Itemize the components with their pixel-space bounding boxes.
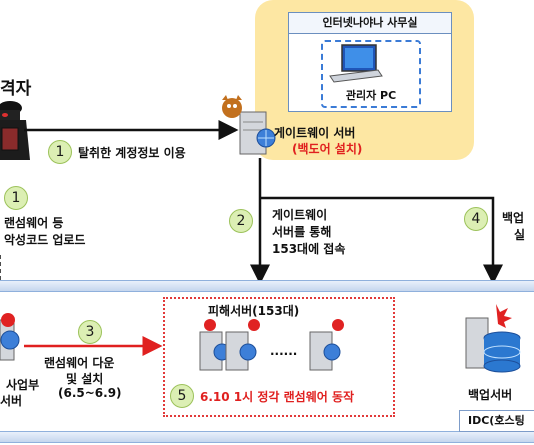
step3-line2: 및 설치 bbox=[66, 372, 104, 386]
gateway-backdoor-label: (백도어 설치) bbox=[292, 142, 363, 156]
gateway-label: 게이트웨이 서버 bbox=[274, 126, 356, 140]
admin-pc-label: 관리자 PC bbox=[345, 89, 397, 102]
attacker-label: 격자 bbox=[0, 79, 32, 99]
step3-line1: 랜섬웨어 다운 bbox=[44, 356, 115, 370]
network-band-top bbox=[0, 280, 534, 292]
victim-servers-box bbox=[163, 297, 395, 417]
step1-text: 탈취한 계정정보 이용 bbox=[78, 146, 186, 160]
victim-title: 피해서버(153대) bbox=[208, 304, 300, 318]
victim-server-icon-3 bbox=[309, 319, 344, 371]
backup-server-label: 백업서버 bbox=[468, 388, 513, 402]
attacker-icon bbox=[0, 101, 30, 160]
step4-line1: 백업 bbox=[502, 211, 525, 225]
admin-pc-box: 관리자 PC bbox=[321, 40, 421, 108]
step1b-line1: 랜섬웨어 등 bbox=[4, 216, 64, 230]
step2-line2: 서버를 통해 bbox=[272, 225, 332, 239]
left-server-line1: 사업부 bbox=[6, 378, 40, 392]
admin-pc-icon bbox=[329, 44, 383, 83]
gateway-server-icon bbox=[222, 95, 276, 155]
step4-line2: 실 bbox=[514, 228, 526, 242]
left-server-icon bbox=[0, 313, 20, 361]
left-server-line2: 서버 bbox=[0, 394, 23, 408]
step2-line3: 153대에 접속 bbox=[272, 242, 346, 256]
step-badge-3: 3 bbox=[78, 320, 102, 344]
step-badge-1b: 1 bbox=[4, 186, 28, 210]
step-badge-1: 1 bbox=[48, 140, 72, 164]
step2-line1: 게이트웨이 bbox=[272, 208, 328, 222]
idc-label: IDC(호스팅 bbox=[459, 410, 534, 432]
step-badge-5: 5 bbox=[170, 384, 194, 408]
step5-text: 6.10 1시 정각 랜섬웨어 동작 bbox=[200, 390, 355, 404]
step-badge-2: 2 bbox=[229, 209, 253, 233]
step3-line3: (6.5~6.9) bbox=[58, 386, 122, 400]
victim-server-icon-2 bbox=[225, 319, 260, 371]
office-title: 인터넷나야나 사무실 bbox=[289, 13, 451, 34]
victim-ellipsis: ...... bbox=[270, 344, 298, 358]
step-badge-4: 4 bbox=[464, 207, 488, 231]
step1b-line2: 악성코드 업로드 bbox=[4, 233, 86, 247]
network-band-bottom bbox=[0, 431, 534, 443]
backup-server-icon bbox=[465, 304, 521, 373]
